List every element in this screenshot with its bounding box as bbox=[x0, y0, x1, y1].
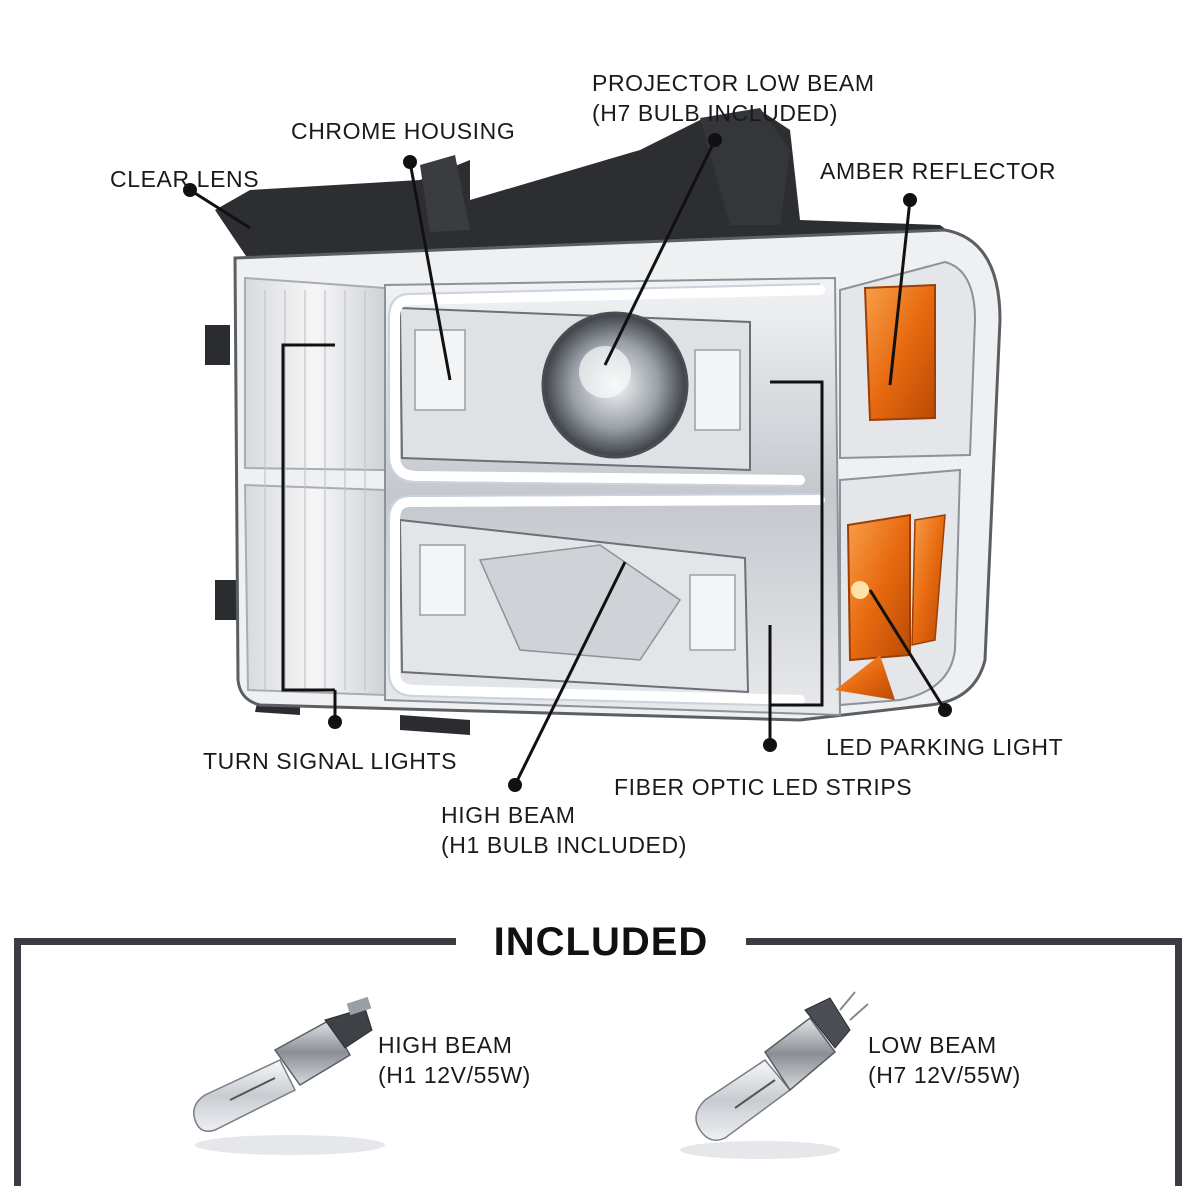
label-clear-lens: CLEAR LENS bbox=[110, 166, 260, 192]
high-beam-cavity bbox=[398, 518, 750, 694]
label-fiber-optic-led-strips: FIBER OPTIC LED STRIPS bbox=[614, 774, 913, 800]
label-led-parking-light: LED PARKING LIGHT bbox=[826, 734, 1064, 760]
label-high-beam-line1: HIGH BEAM bbox=[441, 802, 576, 828]
headlight-diagram bbox=[183, 108, 1002, 792]
h1-bulb-icon bbox=[193, 996, 385, 1155]
label-included-high-beam: HIGH BEAM (H1 12V/55W) bbox=[378, 1030, 531, 1090]
fiber-optic-led-strips bbox=[390, 285, 825, 705]
label-chrome-housing: CHROME HOUSING bbox=[291, 118, 516, 144]
amber-section bbox=[835, 260, 977, 707]
label-included-low-beam-line2: (H7 12V/55W) bbox=[868, 1062, 1021, 1088]
turn-signal-section bbox=[243, 276, 386, 697]
fiber-optic-glow bbox=[388, 283, 821, 707]
label-turn-signal-lights: TURN SIGNAL LIGHTS bbox=[203, 748, 458, 774]
included-bulbs bbox=[193, 991, 869, 1159]
label-included-low-beam: LOW BEAM (H7 12V/55W) bbox=[868, 1030, 1021, 1090]
label-projector-low-beam-line1: PROJECTOR LOW BEAM bbox=[592, 70, 875, 96]
label-high-beam-line2: (H1 BULB INCLUDED) bbox=[441, 832, 687, 858]
callout-dots bbox=[183, 133, 952, 792]
label-included-high-beam-line1: HIGH BEAM bbox=[378, 1032, 513, 1058]
label-high-beam: HIGH BEAM (H1 BULB INCLUDED) bbox=[441, 800, 687, 860]
label-projector-low-beam: PROJECTOR LOW BEAM (H7 BULB INCLUDED) bbox=[592, 68, 875, 128]
included-title: INCLUDED bbox=[456, 918, 746, 966]
label-amber-reflector: AMBER REFLECTOR bbox=[820, 158, 1057, 184]
label-included-high-beam-line2: (H1 12V/55W) bbox=[378, 1062, 531, 1088]
h7-bulb-icon bbox=[680, 991, 869, 1159]
projector-cavity bbox=[398, 306, 751, 472]
label-projector-low-beam-line2: (H7 BULB INCLUDED) bbox=[592, 100, 838, 126]
label-included-low-beam-line1: LOW BEAM bbox=[868, 1032, 997, 1058]
